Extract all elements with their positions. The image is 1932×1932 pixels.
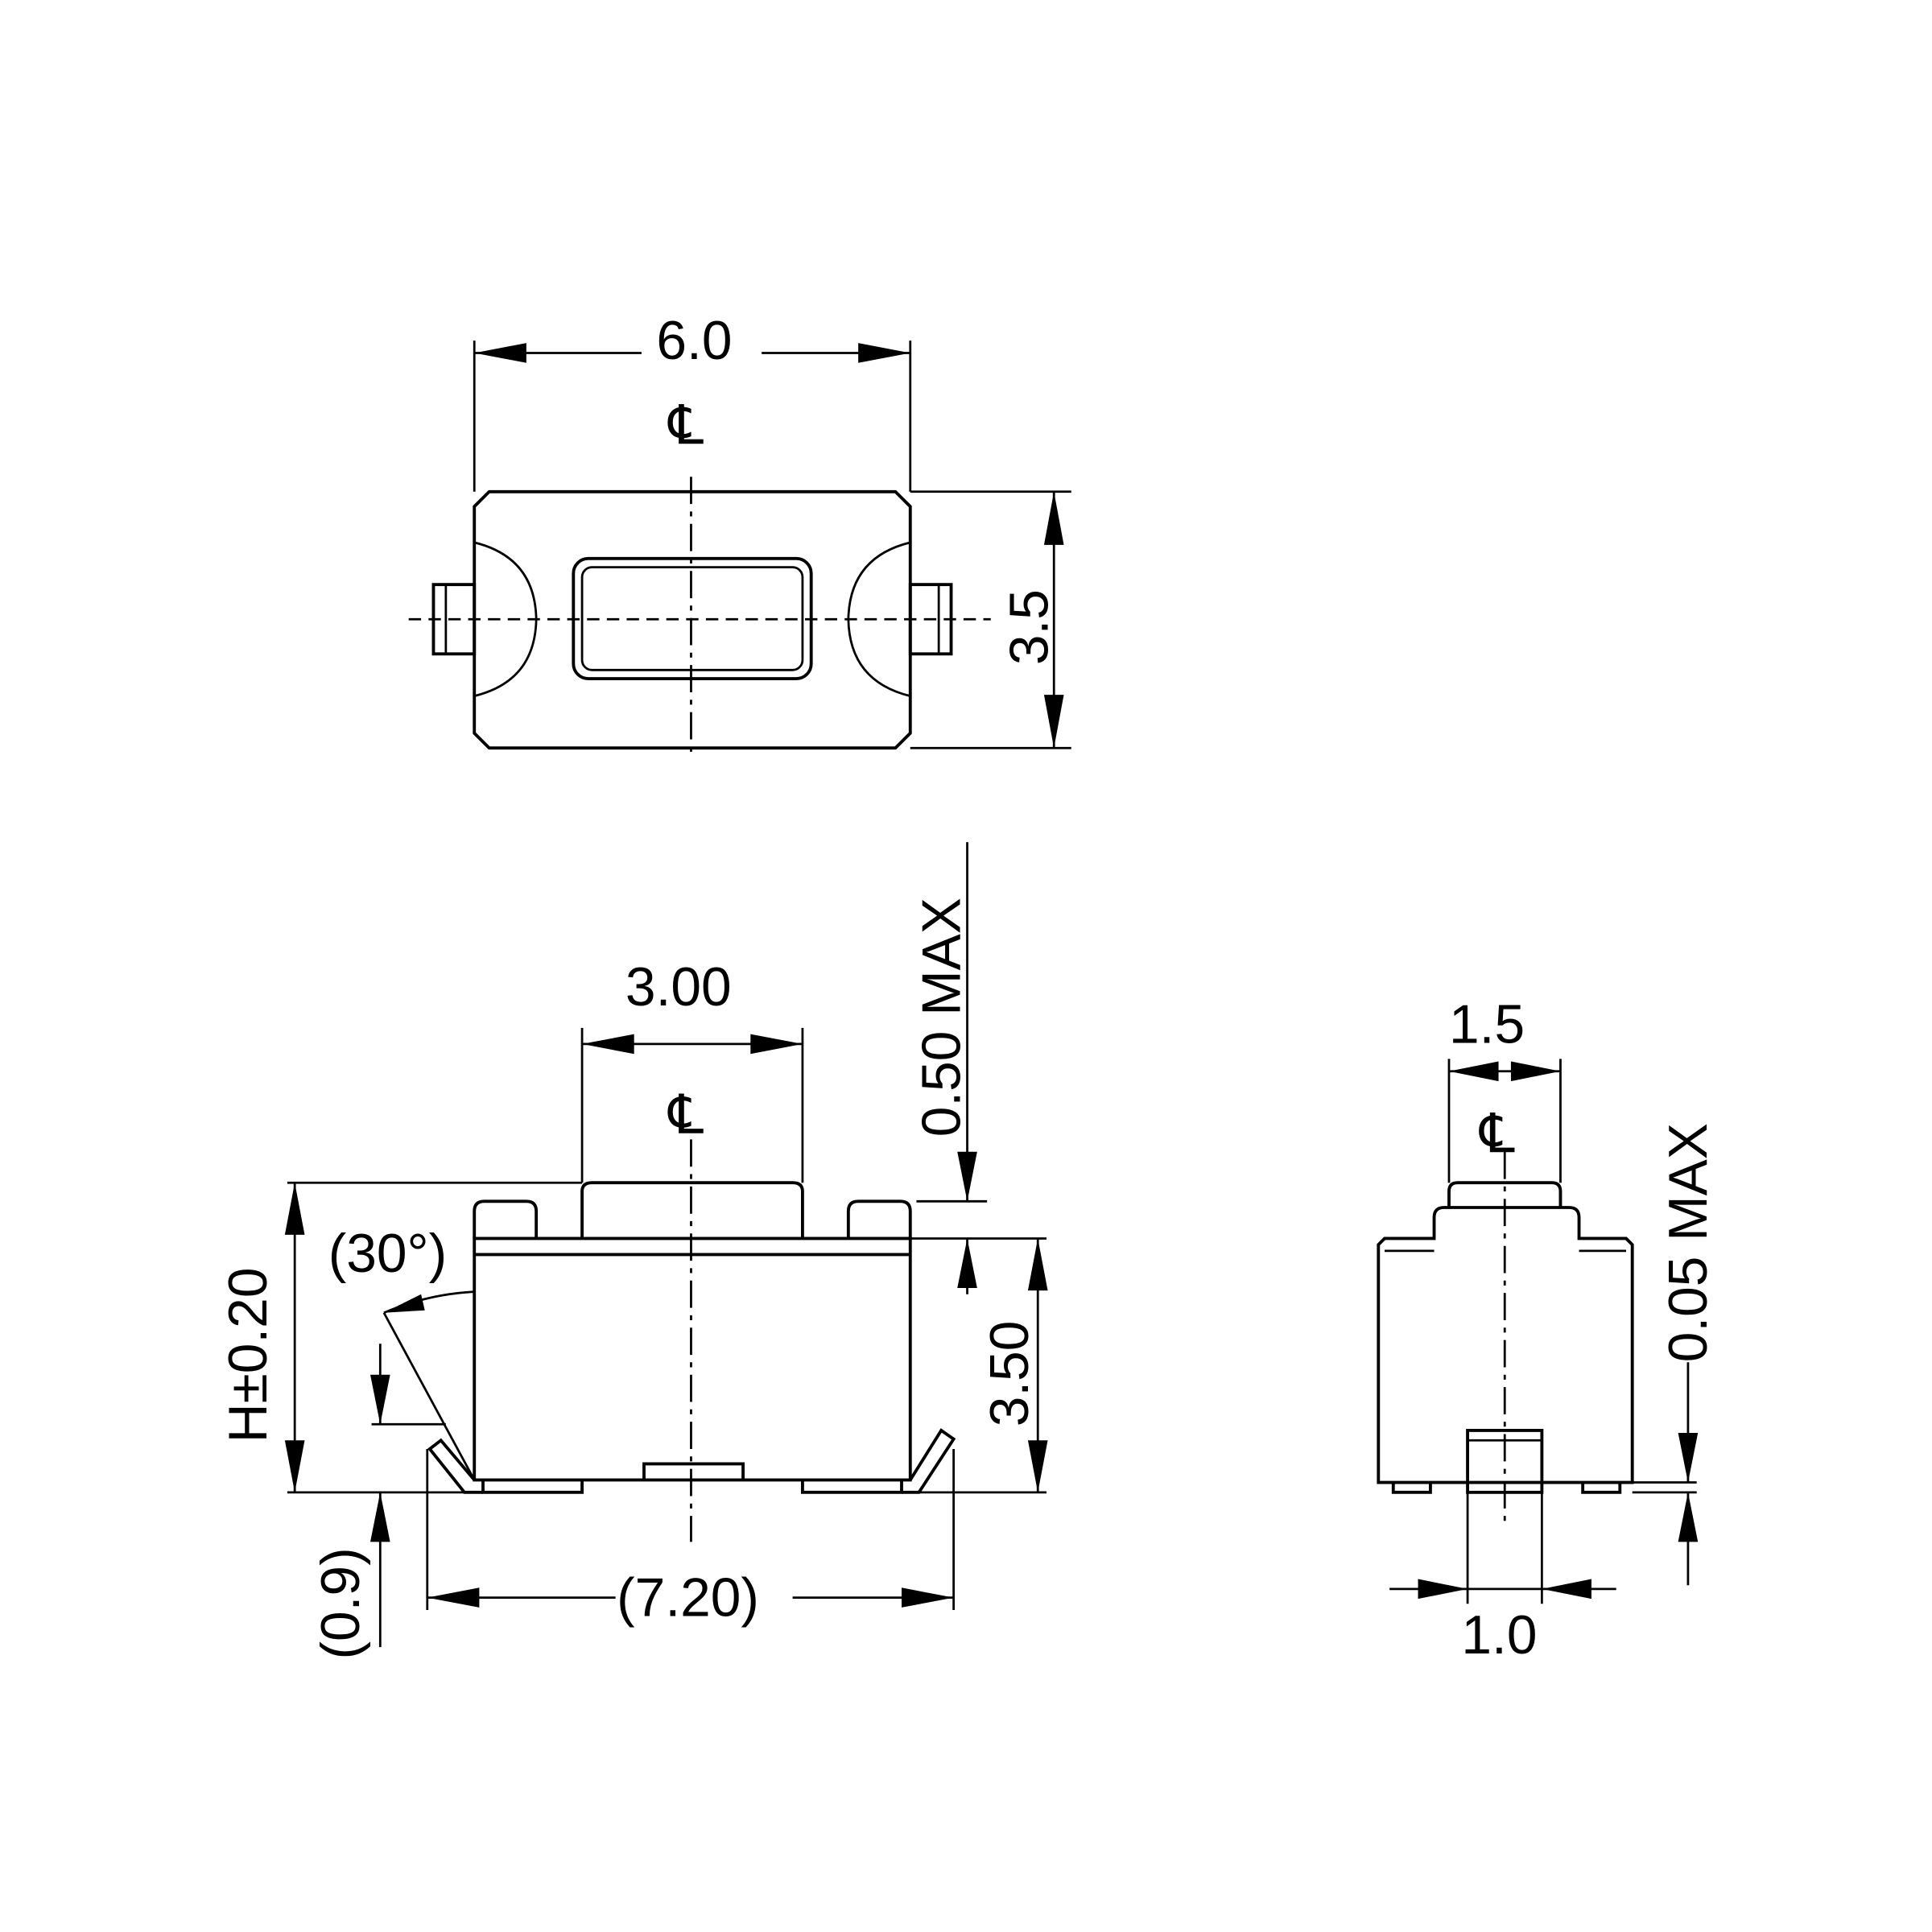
lead-angle-label: (30°) [328, 1224, 447, 1284]
front-centerline-symbol: ℄ [667, 1085, 704, 1146]
front-bottom [481, 1462, 903, 1494]
lead-height-label: (0.9) [311, 1547, 371, 1659]
side-centerline-symbol: ℄ [1478, 1104, 1515, 1164]
width-dim-label: 6.0 [656, 311, 732, 371]
front-view: ℄ 3.00 0.50 MAX 3.50 H±0.20 (30°) [218, 842, 1048, 1660]
pin-width-label: 1.0 [1461, 1605, 1537, 1666]
side-actuator [1447, 1181, 1563, 1208]
top-body-outline [473, 489, 912, 750]
flatness-dim-label: 0.05 MAX [1658, 1123, 1719, 1362]
overall-length-label: (7.20) [617, 1568, 759, 1629]
right-arc [847, 541, 911, 697]
front-body [473, 1236, 912, 1482]
top-actuator-inner [580, 566, 804, 671]
overall-height-label: H±0.20 [218, 1268, 279, 1443]
right-lead [902, 1428, 956, 1494]
side-view: ℄ 1.5 1.0 0.05 MAX [1377, 994, 1719, 1666]
height-dim-label: 3.5 [1000, 589, 1060, 665]
left-arc [473, 541, 538, 697]
right-tab [846, 1199, 912, 1239]
travel-dim-label: 0.50 MAX [911, 898, 972, 1137]
actuator-width-label: 3.00 [625, 957, 732, 1018]
side-body [1377, 1206, 1634, 1484]
top-centerline-symbol: ℄ [667, 395, 704, 456]
body-height-label: 3.50 [980, 1321, 1040, 1427]
side-actuator-width-label: 1.5 [1449, 994, 1525, 1055]
top-view: ℄ 6.0 3.5 [408, 311, 1071, 758]
front-actuator [580, 1181, 804, 1239]
left-tab [473, 1199, 539, 1239]
